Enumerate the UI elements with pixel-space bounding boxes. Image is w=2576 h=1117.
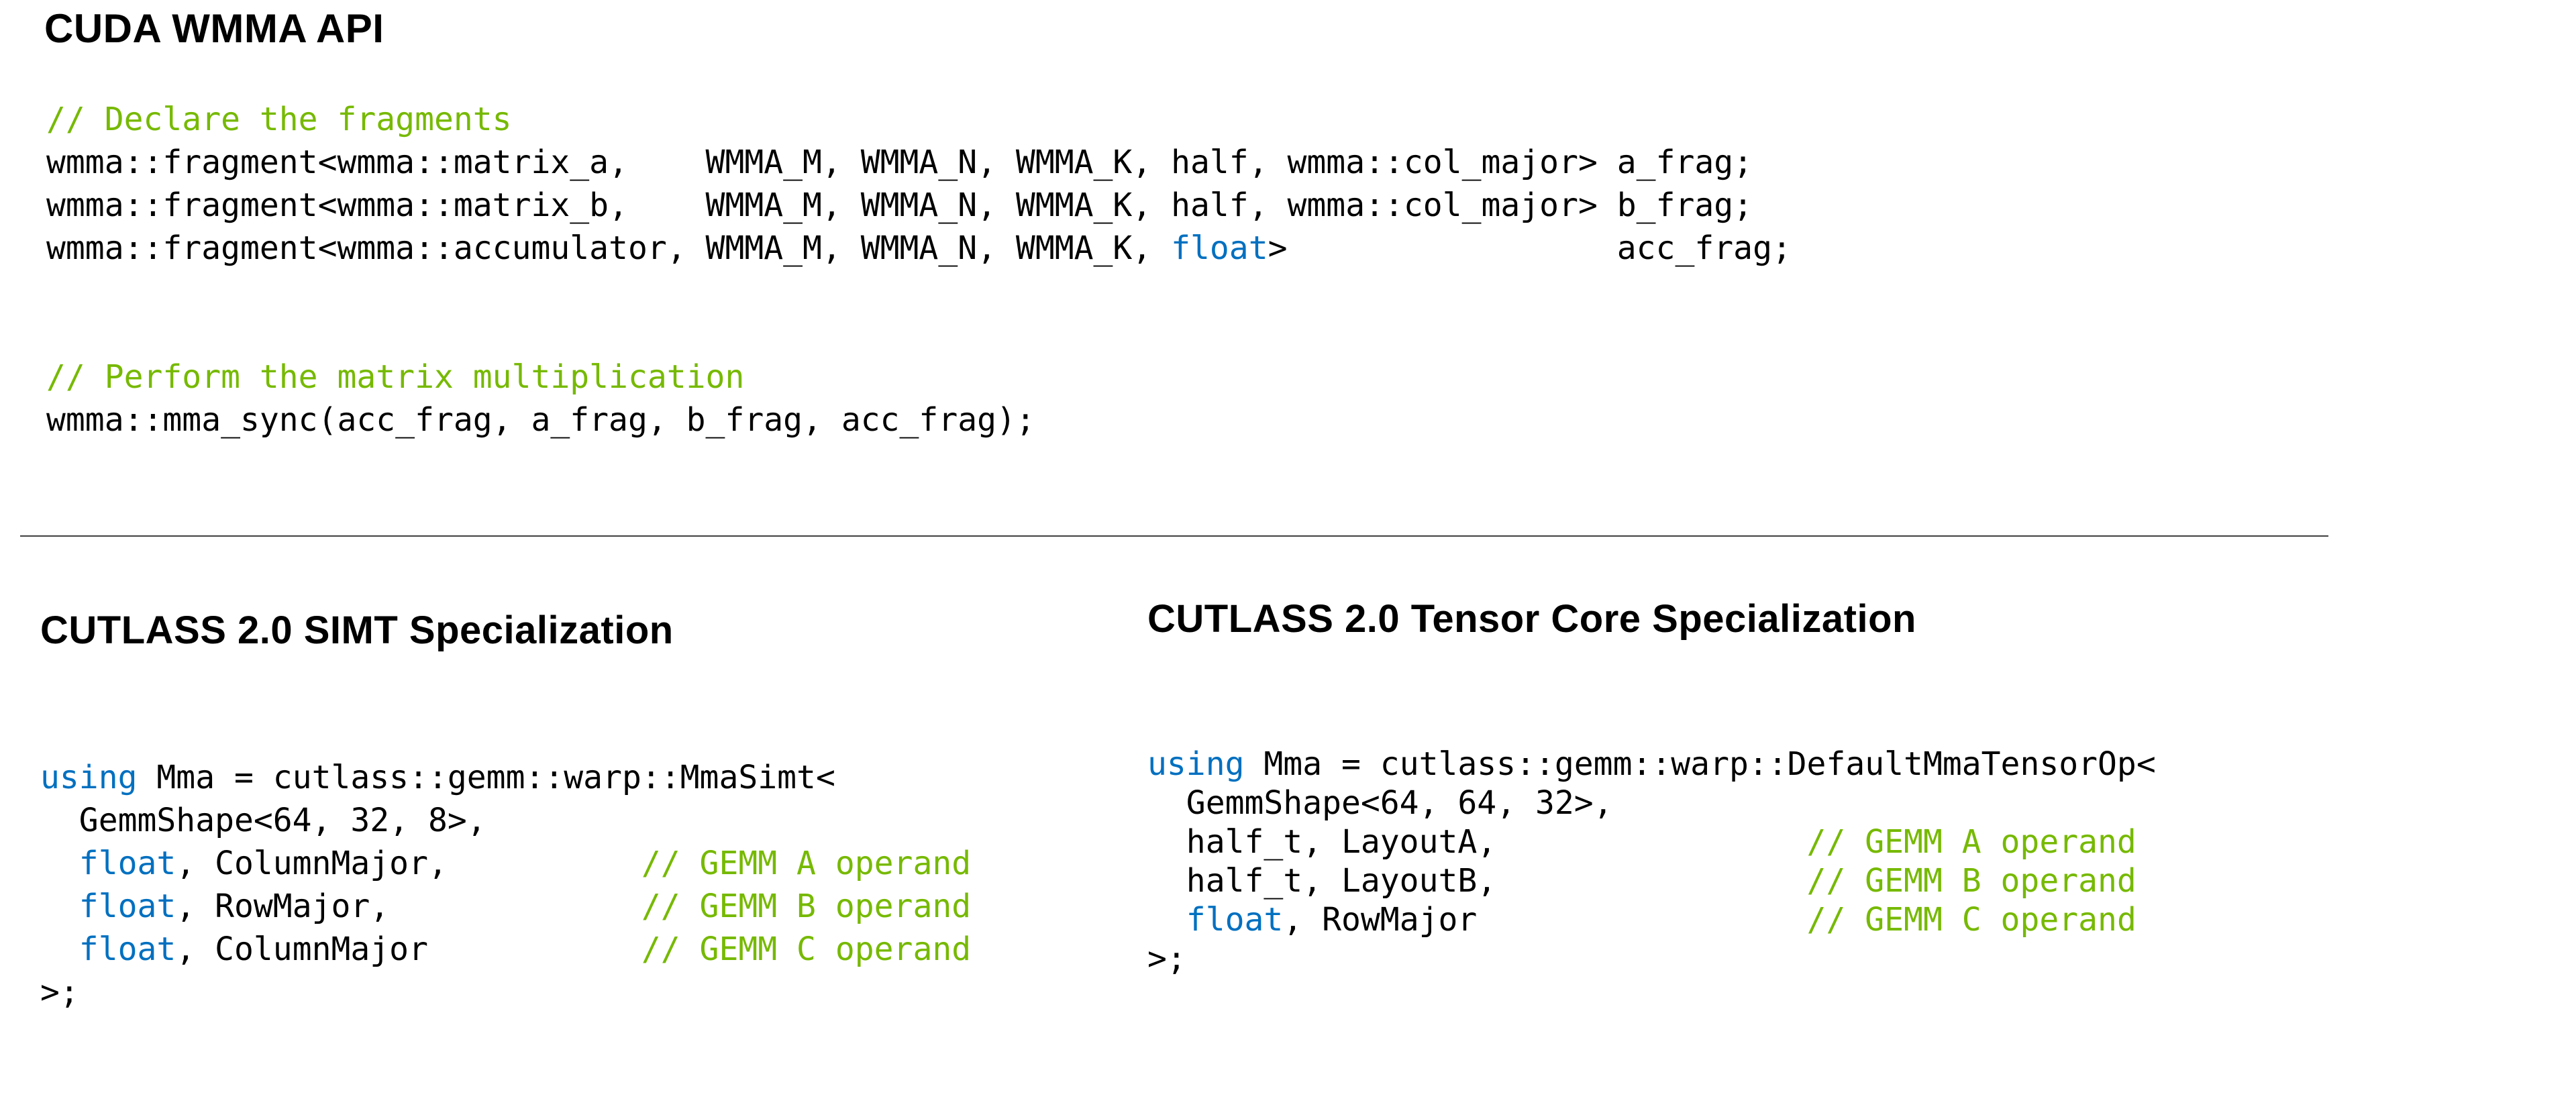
code-line: half_t, LayoutA, // GEMM A operand <box>1147 822 2156 861</box>
code-token-plain: GemmShape<64, 64, 32>, <box>1147 784 1613 822</box>
tensor-core-section-heading: CUTLASS 2.0 Tensor Core Specialization <box>1147 597 1916 641</box>
code-line: wmma::mma_sync(acc_frag, a_frag, b_frag,… <box>46 398 1035 441</box>
code-token-plain: >; <box>1147 940 1186 977</box>
code-token-plain: > acc_frag; <box>1268 229 1792 267</box>
code-token-comment: // GEMM B operand <box>1806 862 2136 900</box>
code-token-plain <box>1147 901 1186 939</box>
code-line: wmma::fragment<wmma::matrix_b, WMMA_M, W… <box>46 184 1792 227</box>
code-token-keyword: float <box>1171 229 1268 267</box>
code-token-plain <box>40 845 79 882</box>
code-token-plain <box>40 930 79 968</box>
code-token-keyword: float <box>79 888 176 925</box>
tensor-core-specialization-section: CUTLASS 2.0 Tensor Core Specialization u… <box>1147 596 2156 978</box>
code-token-plain: Mma = cutlass::gemm::warp::MmaSimt< <box>137 759 835 796</box>
code-line: using Mma = cutlass::gemm::warp::Default… <box>1147 745 2156 784</box>
code-token-comment: // Perform the matrix multiplication <box>46 358 745 396</box>
tensor-core-code-block: using Mma = cutlass::gemm::warp::Default… <box>1147 745 2156 978</box>
horizontal-divider <box>20 535 2328 537</box>
code-line: >; <box>40 971 971 1014</box>
code-token-comment: // GEMM C operand <box>641 930 972 968</box>
code-token-keyword: float <box>79 845 176 882</box>
simt-specialization-section: CUTLASS 2.0 SIMT Specialization using Mm… <box>40 607 971 1014</box>
simt-code-block: using Mma = cutlass::gemm::warp::MmaSimt… <box>40 756 971 1014</box>
code-token-comment: // GEMM A operand <box>641 845 972 882</box>
code-line: float, ColumnMajor // GEMM C operand <box>40 928 971 971</box>
code-line: float, ColumnMajor, // GEMM A operand <box>40 842 971 885</box>
code-token-plain: GemmShape<64, 32, 8>, <box>40 802 486 839</box>
page-title: CUDA WMMA API <box>44 6 384 51</box>
code-token-keyword: float <box>79 930 176 968</box>
code-line: half_t, LayoutB, // GEMM B operand <box>1147 861 2156 900</box>
wmma-multiply-code-block: // Perform the matrix multiplication wmma… <box>46 356 1035 441</box>
code-token-keyword: using <box>40 759 138 796</box>
code-token-comment: // Declare the fragments <box>46 101 512 138</box>
code-token-plain: >; <box>40 973 79 1011</box>
code-line: wmma::fragment<wmma::accumulator, WMMA_M… <box>46 227 1792 270</box>
code-token-comment: // GEMM B operand <box>641 888 972 925</box>
code-token-plain: , RowMajor <box>1283 901 1807 939</box>
code-line: float, RowMajor, // GEMM B operand <box>40 885 971 928</box>
code-line: float, RowMajor // GEMM C operand <box>1147 900 2156 939</box>
code-token-plain: wmma::fragment<wmma::matrix_b, WMMA_M, W… <box>46 187 1753 224</box>
code-token-keyword: float <box>1186 901 1284 939</box>
code-token-plain <box>40 888 79 925</box>
code-token-plain: wmma::fragment<wmma::accumulator, WMMA_M… <box>46 229 1172 267</box>
code-line: GemmShape<64, 32, 8>, <box>40 799 971 842</box>
code-token-plain: , ColumnMajor, <box>176 845 641 882</box>
code-token-plain: Mma = cutlass::gemm::warp::DefaultMmaTen… <box>1244 745 2156 783</box>
code-line: wmma::fragment<wmma::matrix_a, WMMA_M, W… <box>46 141 1792 184</box>
code-token-comment: // GEMM A operand <box>1806 823 2136 861</box>
code-token-plain: , RowMajor, <box>176 888 641 925</box>
code-token-comment: // GEMM C operand <box>1806 901 2136 939</box>
code-token-plain: wmma::fragment<wmma::matrix_a, WMMA_M, W… <box>46 144 1753 181</box>
code-line: >; <box>1147 939 2156 978</box>
simt-section-heading: CUTLASS 2.0 SIMT Specialization <box>40 608 674 652</box>
code-token-plain: wmma::mma_sync(acc_frag, a_frag, b_frag,… <box>46 401 1035 439</box>
code-token-plain: half_t, LayoutB, <box>1147 862 1807 900</box>
code-token-plain: , ColumnMajor <box>176 930 641 968</box>
code-line: // Perform the matrix multiplication <box>46 356 1035 398</box>
code-line: using Mma = cutlass::gemm::warp::MmaSimt… <box>40 756 971 799</box>
code-line: GemmShape<64, 64, 32>, <box>1147 784 2156 822</box>
code-line: // Declare the fragments <box>46 98 1792 141</box>
code-token-keyword: using <box>1147 745 1245 783</box>
code-token-plain: half_t, LayoutA, <box>1147 823 1807 861</box>
